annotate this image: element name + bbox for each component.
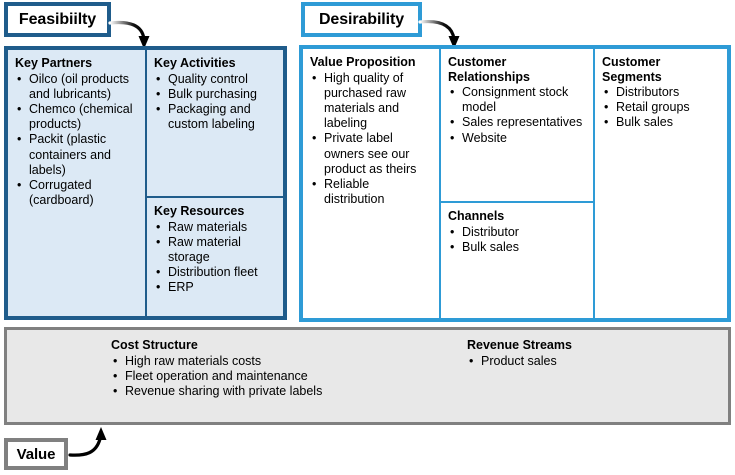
list-item: Bulk purchasing [154,87,277,102]
column-key-activities-resources: Key Activities Quality control Bulk purc… [147,50,283,316]
list-item: Packaging and custom labeling [154,102,277,132]
column-key-partners: Key Partners Oilco (oil products and lub… [8,50,147,316]
cell-revenue-streams[interactable]: Revenue Streams Product sales [457,330,728,422]
list-item: Fleet operation and maintenance [111,369,451,384]
list-item: Bulk sales [602,115,721,130]
cell-cost-structure[interactable]: Cost Structure High raw materials costs … [7,330,457,422]
list-item: Product sales [467,354,722,369]
desirability-canvas-block: Value Proposition High quality of purcha… [299,45,731,322]
list-item: Distribution fleet [154,265,277,280]
list-item: Corrugated (cardboard) [15,178,139,208]
cell-value-proposition[interactable]: Value Proposition High quality of purcha… [303,49,439,318]
cell-title-cost-structure: Cost Structure [111,338,198,352]
cell-title-key-partners: Key Partners [15,56,93,70]
cell-title-value-proposition: Value Proposition [310,55,416,69]
callout-feasibility-label: Feasibiilty [18,10,97,28]
cell-title-channels: Channels [448,209,505,223]
arrow-feasibility-to-canvas [108,20,150,49]
cell-title-key-resources: Key Resources [154,204,245,218]
list-item: Website [448,131,587,146]
callout-value-label: Value [16,445,56,463]
bullet-list-customer-segments: Distributors Retail groups Bulk sales [602,85,721,131]
bullet-list-customer-relationships: Consignment stock model Sales representa… [448,85,587,146]
list-item: Retail groups [602,100,721,115]
cell-title-customer-segments: Customer Segments [602,55,662,84]
list-item: Consignment stock model [448,85,587,115]
list-item: Packit (plastic containers and labels) [15,132,139,178]
callout-desirability-label: Desirability [318,10,405,28]
cell-title-key-activities: Key Activities [154,56,236,70]
cell-key-resources[interactable]: Key Resources Raw materials Raw material… [147,196,283,316]
cell-customer-segments[interactable]: Customer Segments Distributors Retail gr… [595,49,727,318]
cell-key-partners[interactable]: Key Partners Oilco (oil products and lub… [8,50,145,316]
cell-channels[interactable]: Channels Distributor Bulk sales [441,201,593,318]
cell-title-customer-relationships: Customer Relationships [448,55,530,84]
list-item: ERP [154,280,277,295]
cell-key-activities[interactable]: Key Activities Quality control Bulk purc… [147,50,283,196]
list-item: Quality control [154,72,277,87]
column-customer-segments: Customer Segments Distributors Retail gr… [595,49,727,318]
column-value-proposition: Value Proposition High quality of purcha… [303,49,441,318]
bullet-list-channels: Distributor Bulk sales [448,225,587,256]
callout-value: Value [4,438,68,470]
list-item: Reliable distribution [310,177,433,207]
bullet-list-key-activities: Quality control Bulk purchasing Packagin… [154,72,277,133]
list-item: Oilco (oil products and lubricants) [15,72,139,102]
list-item: Bulk sales [448,240,587,255]
list-item: Revenue sharing with private labels [111,384,451,399]
callout-desirability: Desirability [301,2,422,37]
arrow-value-to-canvas [68,427,107,457]
feasibility-canvas-block: Key Partners Oilco (oil products and lub… [4,46,287,320]
bullet-list-value-proposition: High quality of purchased raw materials … [310,71,433,208]
cell-title-revenue-streams: Revenue Streams [467,338,572,352]
cell-customer-relationships[interactable]: Customer Relationships Consignment stock… [441,49,593,201]
column-customer-relationships-channels: Customer Relationships Consignment stock… [441,49,595,318]
list-item: Sales representatives [448,115,587,130]
list-item: Distributor [448,225,587,240]
list-item: Raw materials [154,220,277,235]
list-item: Distributors [602,85,721,100]
list-item: High raw materials costs [111,354,451,369]
list-item: High quality of purchased raw materials … [310,71,433,132]
bullet-list-cost-structure: High raw materials costs Fleet operation… [111,354,451,400]
bullet-list-key-partners: Oilco (oil products and lubricants) Chem… [15,72,139,209]
callout-feasibility: Feasibiilty [4,2,111,37]
bullet-list-revenue-streams: Product sales [467,354,722,369]
list-item: Private label owners see our product as … [310,131,433,177]
list-item: Raw material storage [154,235,277,265]
bullet-list-key-resources: Raw materials Raw material storage Distr… [154,220,277,296]
list-item: Chemco (chemical products) [15,102,139,132]
bottom-canvas-block: Cost Structure High raw materials costs … [4,327,731,425]
